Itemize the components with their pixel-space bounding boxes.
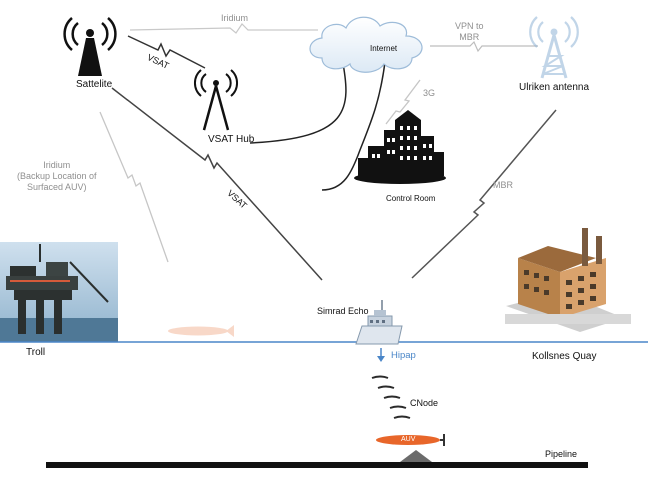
3g-link-label: 3G [423, 88, 436, 98]
iridium-top-link [129, 23, 318, 34]
vpn-to-mbr-link-label: VPN to MBR [455, 21, 484, 42]
mbr-link [411, 109, 557, 279]
control-room-buildings-icon [354, 110, 446, 184]
internet-hub-link [249, 57, 347, 144]
troll-platform-icon [0, 242, 118, 342]
hipap-label: Hipap [391, 350, 416, 361]
pipeline-icon [46, 450, 588, 468]
vpn-mbr-link [430, 40, 538, 53]
simrad-echo-vessel-icon [355, 300, 403, 345]
mbr-link-label: MBR [493, 180, 513, 190]
vsat-hub-label: VSAT Hub [208, 134, 255, 145]
cnode-acoustic-waves-icon [371, 375, 411, 419]
auv-icon [376, 434, 445, 446]
internet-cloud-icon [309, 16, 423, 73]
iridium-backup-link-label: Iridium (Backup Location of Surfaced AUV… [17, 160, 97, 192]
satellite-label: Sattelite [76, 79, 113, 90]
vsat-hub-tower-icon [194, 69, 238, 131]
internet-control-room-link [321, 61, 386, 191]
internet-label: Internet [370, 44, 398, 53]
surfaced-auv-faded-icon [168, 325, 234, 337]
troll-label: Troll [26, 347, 46, 358]
satellite-tower-icon [63, 17, 117, 76]
kollsnes-quay-label: Kollsnes Quay [532, 351, 597, 362]
hipap-arrow-icon [377, 348, 385, 362]
vsat-satellite-hub-link [127, 35, 206, 69]
cnode-label: CNode [410, 398, 439, 408]
iridium-link-label: Iridium [221, 13, 249, 23]
ulriken-antenna-label: Ulriken antenna [519, 82, 590, 93]
iridium-backup-link [99, 111, 169, 263]
control-room-label: Control Room [386, 194, 436, 203]
simrad-echo-label: Simrad Echo [317, 306, 369, 316]
auv-label: AUV [401, 436, 416, 443]
vsat-satellite-vessel-link [111, 87, 323, 281]
ulriken-antenna-tower-icon [529, 16, 579, 79]
kollsnes-quay-factory-icon [505, 228, 631, 332]
3g-link [385, 79, 421, 125]
pipeline-label: Pipeline [545, 449, 578, 459]
